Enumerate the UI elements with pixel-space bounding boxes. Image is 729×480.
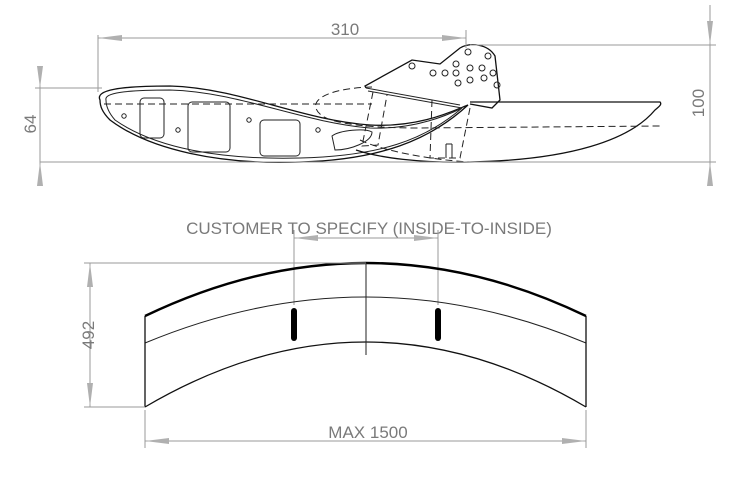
hole	[493, 81, 501, 89]
cutout	[259, 119, 301, 157]
cutout	[139, 97, 165, 139]
hole	[464, 48, 472, 56]
hole	[408, 62, 416, 70]
dimension-label-100: 100	[689, 89, 708, 117]
float-outline	[355, 101, 662, 163]
hole	[429, 69, 437, 77]
hole	[480, 74, 488, 82]
dimension-1500: MAX 1500	[144, 410, 587, 448]
hole	[454, 79, 462, 87]
hole	[452, 69, 460, 77]
dimension-label-1500: MAX 1500	[328, 423, 407, 442]
mount-slot-right	[435, 308, 441, 341]
bracket-edge	[367, 90, 463, 109]
hole	[478, 64, 486, 72]
hole	[489, 69, 497, 77]
dimension-label-310: 310	[331, 20, 359, 39]
cutout	[187, 101, 231, 153]
hole	[175, 127, 181, 133]
hole	[452, 60, 460, 68]
hole	[466, 76, 474, 84]
hidden-line	[315, 86, 661, 129]
dimension-64: 64	[21, 66, 102, 186]
hole	[484, 52, 492, 60]
top-view	[144, 261, 587, 408]
hidden-line	[361, 91, 388, 147]
dimension-label-64: 64	[21, 115, 40, 134]
hole	[441, 69, 449, 77]
hidden-line	[359, 139, 471, 163]
bracket-holes	[408, 48, 501, 89]
dimension-label-492: 492	[79, 321, 98, 349]
bracket-edge	[365, 87, 461, 106]
hidden-line	[429, 99, 471, 159]
spacing-note: CUSTOMER TO SPECIFY (INSIDE-TO-INSIDE)	[186, 219, 552, 238]
mount-slot-left	[291, 308, 297, 341]
wing-body-outline	[98, 85, 469, 164]
hole	[466, 64, 474, 72]
side-view	[98, 44, 662, 164]
dimension-100: 100	[40, 5, 716, 186]
pin	[445, 143, 453, 158]
dimension-492: 492	[79, 262, 366, 408]
dimension-310: 310	[97, 20, 467, 92]
wing-body-inner	[105, 89, 463, 159]
hole	[246, 117, 252, 123]
hole	[315, 127, 321, 133]
cutout	[331, 129, 373, 151]
hole	[121, 113, 127, 119]
